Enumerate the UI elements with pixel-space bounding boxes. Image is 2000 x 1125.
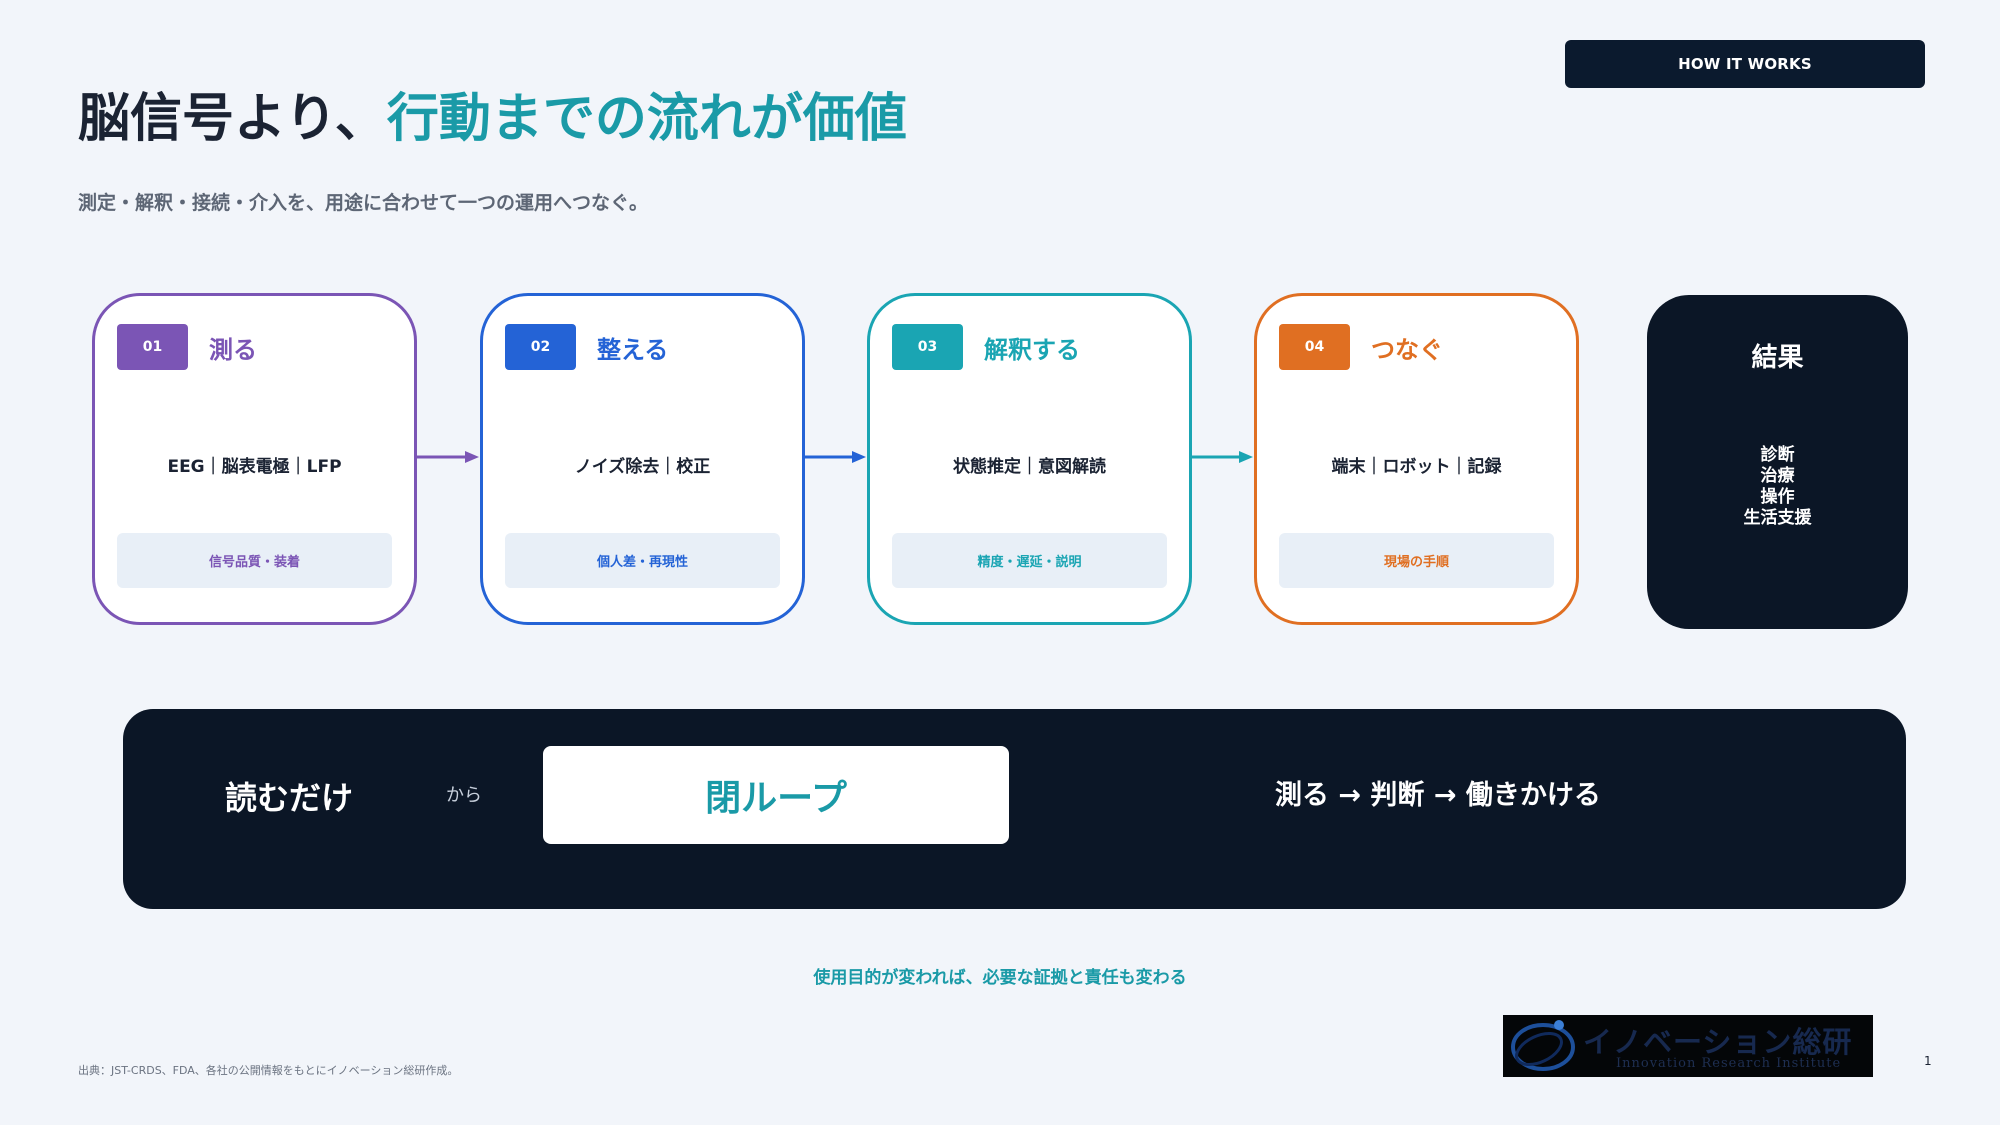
step-number: 04 [1279,324,1350,370]
step-description: 端末｜ロボット｜記録 [1331,457,1502,477]
step-description: ノイズ除去｜校正 [574,457,711,477]
loop-flow-text: 測る → 判断 → 働きかける [1275,780,1601,811]
step-title: 整える [597,336,669,364]
source-citation: 出典：JST-CRDS、FDA、各社の公開情報をもとにイノベーション総研作成。 [78,1064,459,1077]
step-card-measure: 01 測る EEG｜脳表電極｜LFP 信号品質・装着 [92,293,417,625]
logo-text-en: Innovation Research Institute [1616,1056,1842,1071]
step-title: 解釈する [984,336,1080,364]
arrow-right-icon [1191,451,1253,463]
result-item: 操作 [1760,487,1795,507]
step-chip: 現場の手順 [1279,533,1554,588]
footnote-message: 使用目的が変われば、必要な証拠と責任も変わる [813,968,1187,988]
step-card-connect: 04 つなぐ 端末｜ロボット｜記録 現場の手順 [1254,293,1579,625]
step-description: EEG｜脳表電極｜LFP [167,457,342,477]
step-title: つなぐ [1371,336,1443,364]
step-card-interpret: 03 解釈する 状態推定｜意図解読 精度・遅延・説明 [867,293,1192,625]
company-logo: イノベーション総研 Innovation Research Institute [1503,1015,1873,1077]
step-chip: 精度・遅延・説明 [892,533,1167,588]
result-list: 診断 治療 操作 生活支援 [1647,445,1908,529]
result-item: 治療 [1760,466,1795,486]
arrow-right-icon [804,451,866,463]
page-number: 1 [1924,1054,1932,1068]
step-number: 03 [892,324,963,370]
arrow-right-icon [417,451,479,463]
step-title: 測る [209,336,257,364]
logo-text-jp: イノベーション総研 [1583,1025,1853,1059]
from-label: から [446,785,482,806]
title-plain: 脳信号より、 [78,89,387,149]
read-only-label: 読むだけ [225,779,354,817]
step-description: 状態推定｜意図解読 [953,457,1106,477]
logo-emblem-icon [1511,1020,1575,1071]
result-title: 結果 [1751,343,1804,373]
step-number: 02 [505,324,576,370]
result-item: 生活支援 [1743,508,1812,528]
how-it-works-badge: HOW IT WORKS [1565,40,1925,88]
page-subtitle: 測定・解釈・接続・介入を、用途に合わせて一つの運用へつなぐ。 [78,192,649,214]
result-item: 診断 [1760,445,1795,465]
step-card-prepare: 02 整える ノイズ除去｜校正 個人差・再現性 [480,293,805,625]
step-number: 01 [117,324,188,370]
result-card: 結果 診断 治療 操作 生活支援 [1647,295,1908,629]
closed-loop-box: 閉ループ [543,746,1009,844]
step-chip: 個人差・再現性 [505,533,780,588]
closed-loop-banner: 読むだけ から 閉ループ 測る → 判断 → 働きかける [123,709,1906,909]
step-chip: 信号品質・装着 [117,533,392,588]
page-title: 脳信号より、行動までの流れが価値 [78,76,907,151]
title-accent: 行動までの流れが価値 [386,89,907,149]
